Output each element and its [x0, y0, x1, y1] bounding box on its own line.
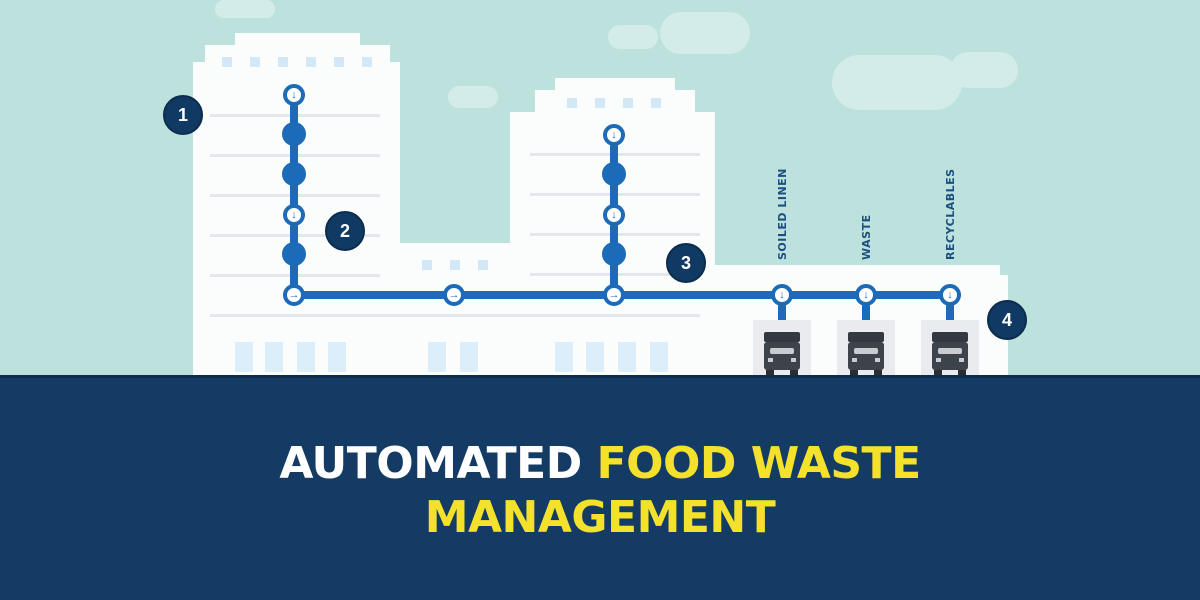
title-line-2: MANAGEMENT — [0, 492, 1200, 544]
title-white-text: AUTOMATED — [279, 438, 597, 489]
waste-bag-icon — [282, 242, 306, 266]
arrow-down-icon: ↓ — [603, 204, 625, 226]
title-yellow-text: MANAGEMENT — [424, 492, 776, 543]
arrow-down-icon: ↓ — [283, 84, 305, 106]
title-line-1: AUTOMATED FOOD WASTE — [0, 438, 1200, 490]
cloud — [832, 55, 962, 110]
drop-pipe — [946, 296, 954, 320]
cloud — [215, 0, 275, 18]
waste-bag-icon — [282, 122, 306, 146]
arrow-right-icon: → — [443, 284, 465, 306]
step-badge-4: 4 — [987, 300, 1027, 340]
truck-icon — [848, 332, 884, 377]
arrow-down-icon: ↓ — [603, 124, 625, 146]
step-badge-1: 1 — [163, 95, 203, 135]
title-yellow-text: FOOD WASTE — [596, 438, 922, 489]
step-number: 3 — [680, 252, 691, 273]
drop-pipe — [862, 296, 870, 320]
destination-label-waste: WASTE — [860, 214, 873, 260]
waste-bag-icon — [602, 242, 626, 266]
truck-icon — [764, 332, 800, 377]
arrow-down-icon: ↓ — [939, 284, 961, 306]
arrow-right-icon: → — [283, 284, 305, 306]
chute-pipe-left — [290, 95, 298, 298]
destination-label-soiled-linen: SOILED LINEN — [776, 168, 789, 260]
title-banner — [0, 375, 1200, 600]
arrow-down-icon: ↓ — [283, 204, 305, 226]
step-badge-3: 3 — [666, 243, 706, 283]
arrow-right-icon: → — [603, 284, 625, 306]
step-number: 1 — [177, 104, 188, 125]
arrow-down-icon: ↓ — [855, 284, 877, 306]
step-badge-2: 2 — [325, 211, 365, 251]
drop-pipe — [778, 296, 786, 320]
step-number: 4 — [1001, 309, 1012, 330]
waste-bag-icon — [602, 162, 626, 186]
waste-bag-icon — [282, 162, 306, 186]
arrow-down-icon: ↓ — [771, 284, 793, 306]
cloud — [448, 86, 498, 108]
destination-label-recyclables: RECYCLABLES — [944, 168, 957, 260]
truck-icon — [932, 332, 968, 377]
cloud — [660, 12, 750, 54]
cloud — [950, 52, 1018, 88]
cloud — [608, 25, 658, 49]
step-number: 2 — [339, 220, 350, 241]
